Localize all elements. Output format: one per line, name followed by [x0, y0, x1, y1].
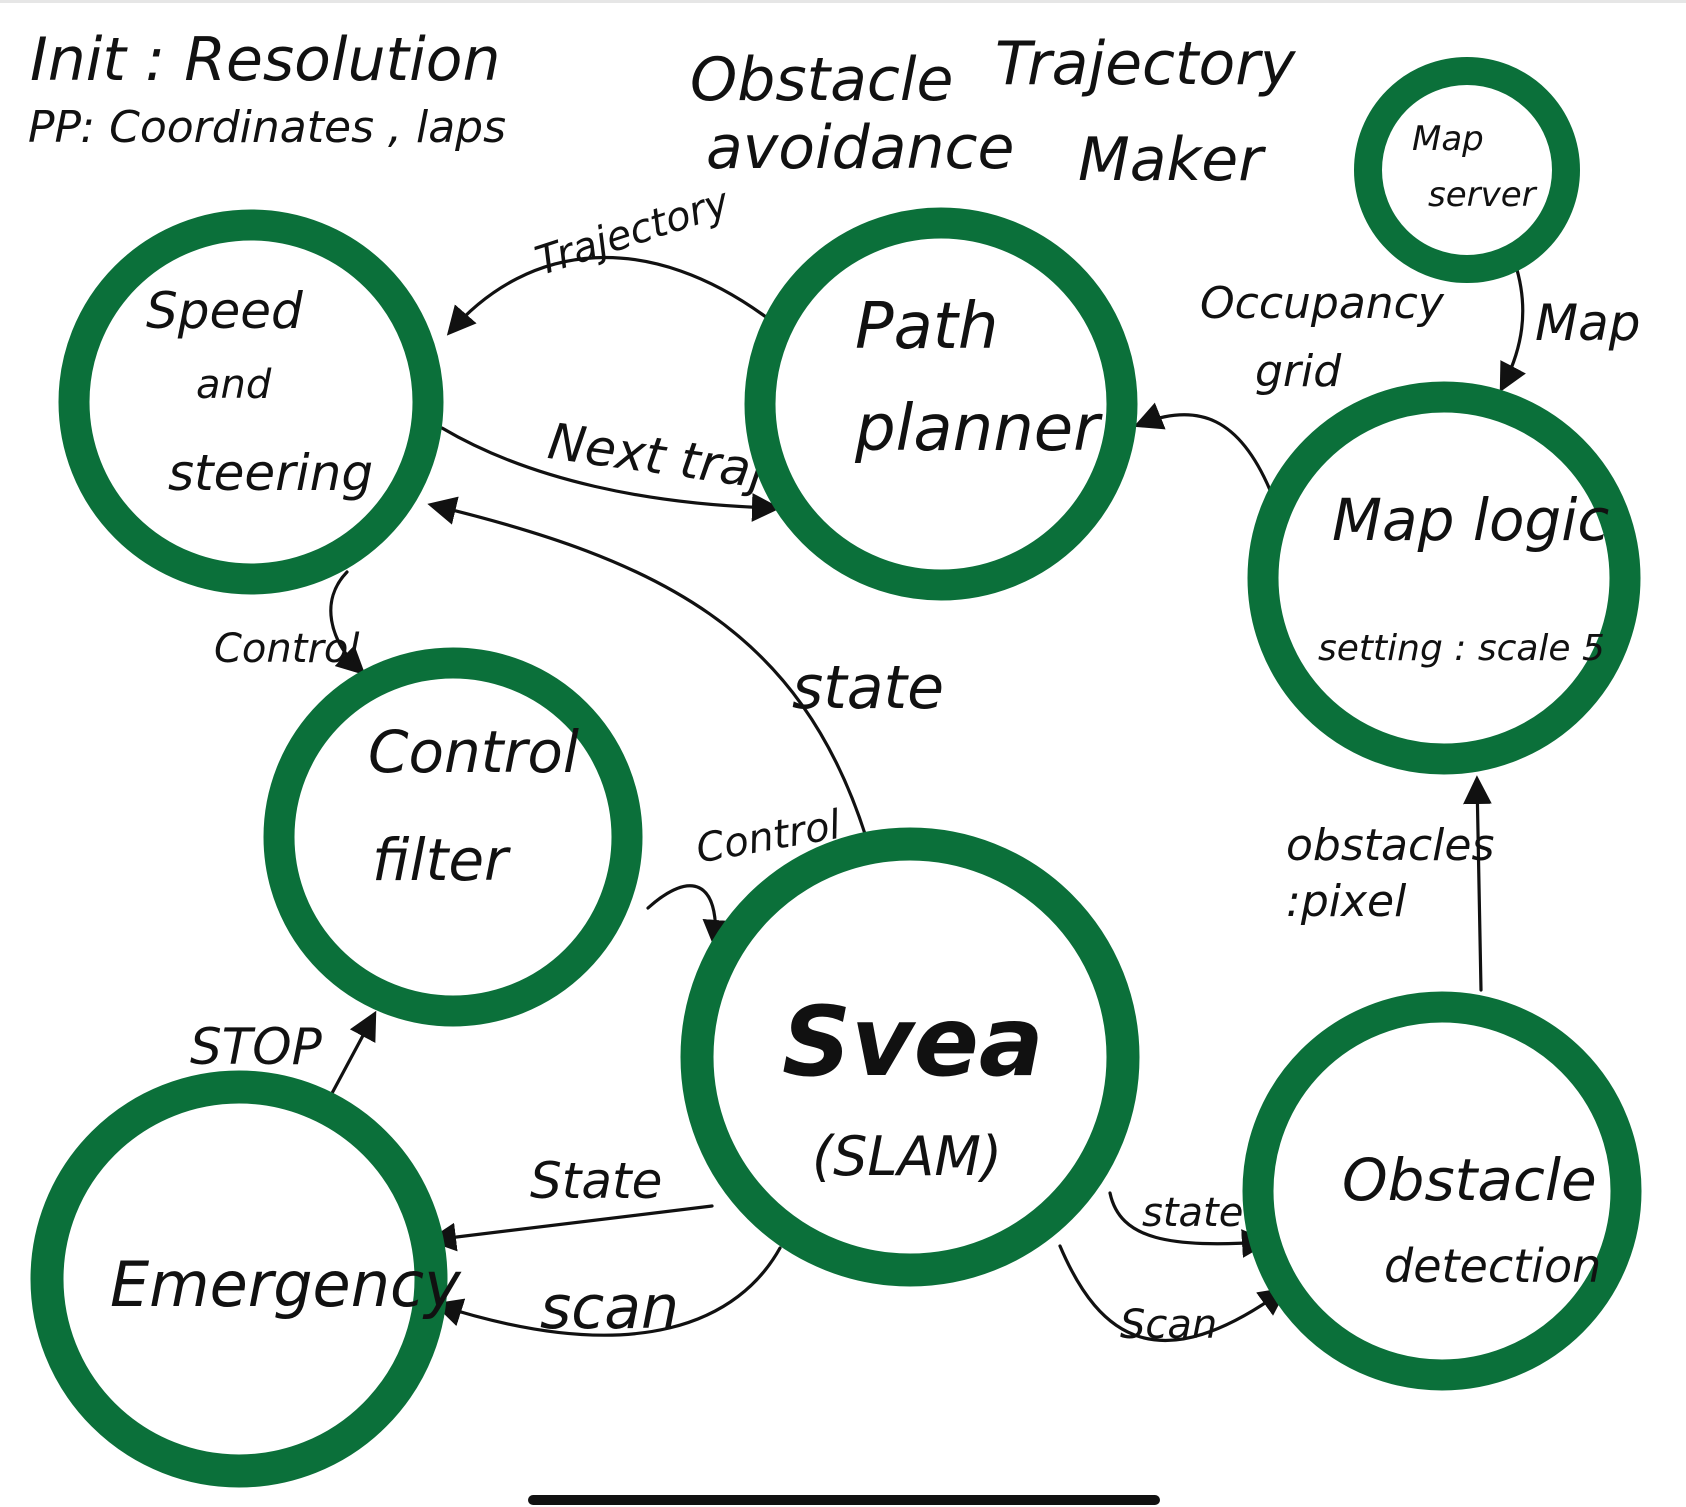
node-label-line2: and: [196, 362, 272, 408]
node-label-line2: server: [1428, 175, 1538, 215]
edge-label-next-traj: Next traj: [545, 412, 769, 500]
edge-label-trajectory: Trajectory: [530, 179, 736, 285]
node-ring: [1247, 381, 1641, 775]
edge-control-filter-to-svea: [646, 884, 732, 949]
node-speed-and-steering: Speed and steering: [58, 209, 444, 595]
node-ring: [1354, 57, 1580, 283]
edge-label-state-emergency: State: [530, 1152, 662, 1210]
node-label-line1: Control: [368, 718, 579, 786]
edge-label-obstacles-pixel-line1: obstacles: [1286, 820, 1494, 871]
top-border: [0, 0, 1686, 3]
edge-label-state-svea-speed: state: [792, 653, 944, 723]
node-path-planner: Path planner: [744, 207, 1138, 601]
trajectory-maker-note-line1: Trajectory: [995, 29, 1297, 99]
node-map-logic: Map logic setting : scale 5: [1247, 381, 1641, 775]
node-ring: [1242, 991, 1642, 1391]
pp-note: PP: Coordinates , laps: [28, 102, 506, 153]
node-ring: [680, 827, 1140, 1287]
node-label-line1: Path: [855, 290, 998, 364]
node-label-subtitle: (SLAM): [812, 1125, 1002, 1188]
node-map-server: Map server: [1354, 57, 1580, 283]
node-label-line3: steering: [168, 444, 373, 502]
node-obstacle-detection: Obstacle detection: [1242, 991, 1642, 1391]
edge-state-svea-to-speed: [427, 496, 868, 839]
node-control-filter: Control filter: [263, 647, 643, 1027]
edge-label-occupancy-grid-line2: grid: [1255, 346, 1342, 397]
node-label-line2: filter: [372, 826, 511, 894]
edge-obstacles-pixel: [1463, 775, 1492, 992]
node-label-line2: planner: [854, 392, 1103, 466]
edge-scan-svea-to-emergency: [433, 1246, 782, 1337]
node-ring: [58, 209, 444, 595]
edge-control-speed-to-filter: [329, 570, 366, 676]
obstacle-avoidance-note-line1: Obstacle: [690, 45, 953, 115]
node-emergency: Emergency: [30, 1070, 462, 1488]
edge-state-svea-to-obstacle: [1108, 1191, 1271, 1258]
edge-label-control-speed: Control: [214, 626, 359, 672]
node-svea-slam: Svea (SLAM): [680, 827, 1140, 1287]
node-label-line1: Obstacle: [1342, 1146, 1597, 1214]
node-ring: [744, 207, 1138, 601]
node-label: Emergency: [110, 1248, 462, 1321]
node-label-line1: Map: [1412, 119, 1484, 159]
edge-label-map: Map: [1535, 294, 1641, 352]
init-note: Init : Resolution: [30, 25, 500, 95]
node-ring: [30, 1070, 448, 1488]
obstacle-avoidance-note-line2: avoidance: [706, 113, 1014, 183]
node-ring: [263, 647, 643, 1027]
edge-trajectory: [446, 256, 772, 336]
edge-label-occupancy-grid-line1: Occupancy: [1200, 278, 1445, 329]
node-label-line1: Speed: [146, 282, 303, 340]
edge-occupancy-grid: [1133, 402, 1272, 492]
edge-label-obstacles-pixel-line2: :pixel: [1286, 876, 1407, 927]
edge-label-scan-obstacle: Scan: [1120, 1302, 1217, 1348]
edge-state-svea-to-emergency: [427, 1204, 714, 1252]
node-label-title: Svea: [782, 986, 1044, 1098]
node-label-line2: detection: [1384, 1239, 1601, 1293]
node-label-title: Map logic: [1332, 486, 1609, 554]
edge-label-scan-emergency: scan: [540, 1273, 679, 1343]
trajectory-maker-note-line2: Maker: [1078, 125, 1266, 195]
node-label-setting: setting : scale 5: [1318, 628, 1605, 669]
edge-next-traj: [440, 426, 781, 522]
edge-scan-svea-to-obstacle: [1058, 1244, 1288, 1342]
edge-map: [1499, 261, 1526, 393]
home-indicator-bar: [528, 1495, 1160, 1505]
edge-label-stop: STOP: [190, 1018, 323, 1076]
edge-label-state-obstacle: state: [1142, 1190, 1243, 1236]
